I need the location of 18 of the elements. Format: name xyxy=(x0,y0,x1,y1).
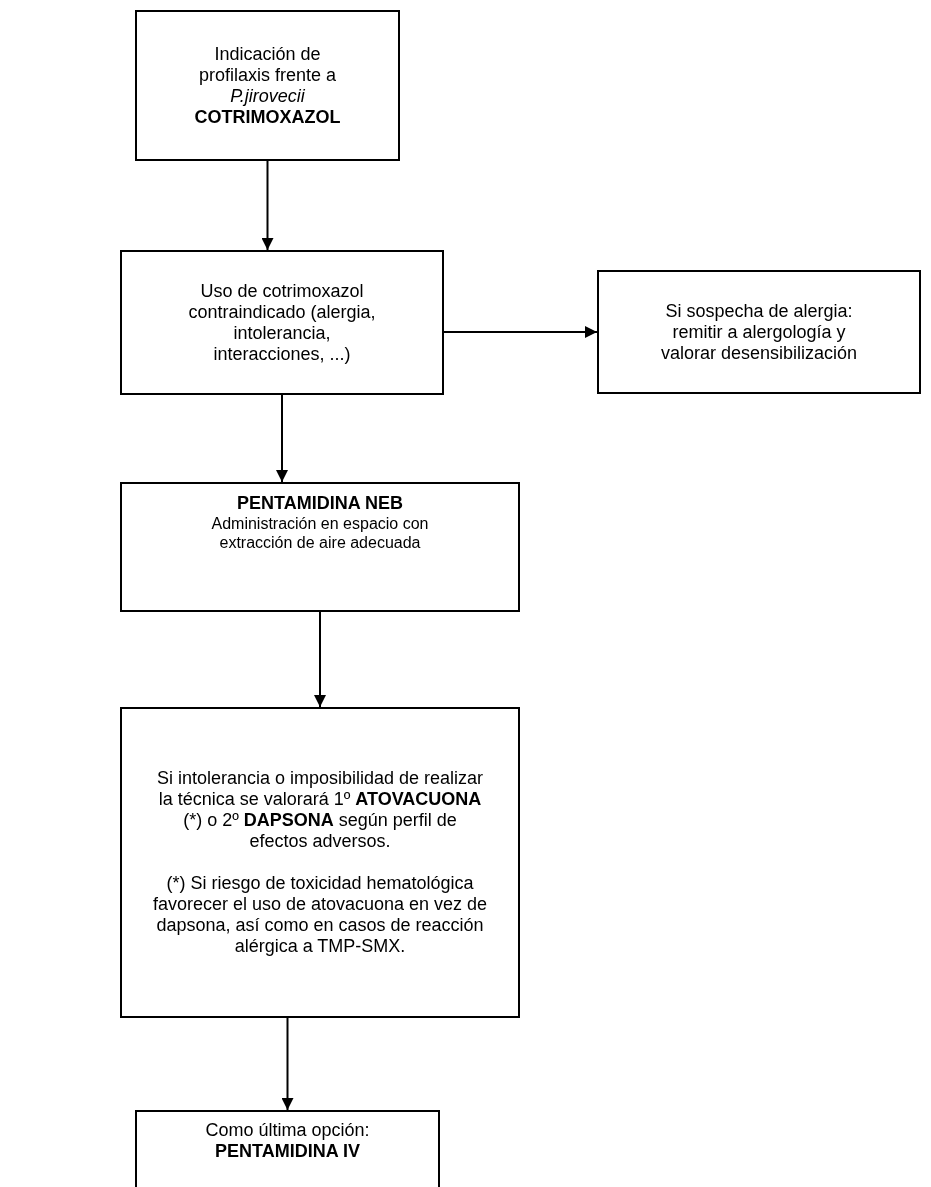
box-text: Como última opción: PENTAMIDINA IV xyxy=(204,1120,371,1162)
process-box xyxy=(597,270,921,394)
box-text: Si sospecha de alergia: remitir a alergología y valorar desensibilización xyxy=(659,300,859,364)
process-box xyxy=(135,10,400,161)
box-text: Si intolerancia o imposibilidad de realizar la técnica se valorará 1º ATOVACUONA (*) o 2º DAPSONA según perfil de efectos adversos. xyxy=(155,768,485,852)
process-box xyxy=(120,250,444,395)
process-box xyxy=(120,707,520,1018)
box-text: Uso de cotrimoxazol contraindicado (alergia, intolerancia, interacciones, ...) xyxy=(187,280,377,365)
arrow xyxy=(314,611,326,708)
arrow xyxy=(261,160,274,251)
box-text: Indicación de profilaxis frente a P.jirovecii COTRIMOXAZOL xyxy=(193,43,342,128)
arrow xyxy=(281,1017,294,1111)
process-box xyxy=(120,482,520,612)
arrow xyxy=(443,326,598,338)
box-text: PENTAMIDINA NEB Administración en espacio con extracción de aire adecuada xyxy=(210,492,430,552)
process-box xyxy=(135,1110,440,1187)
arrow xyxy=(276,394,288,483)
box-text: (*) Si riesgo de toxicidad hematológica favorecer el uso de atovacuona en vez de dapsona, así como en casos de reacción alérgica a TMP-SMX. xyxy=(152,873,488,957)
